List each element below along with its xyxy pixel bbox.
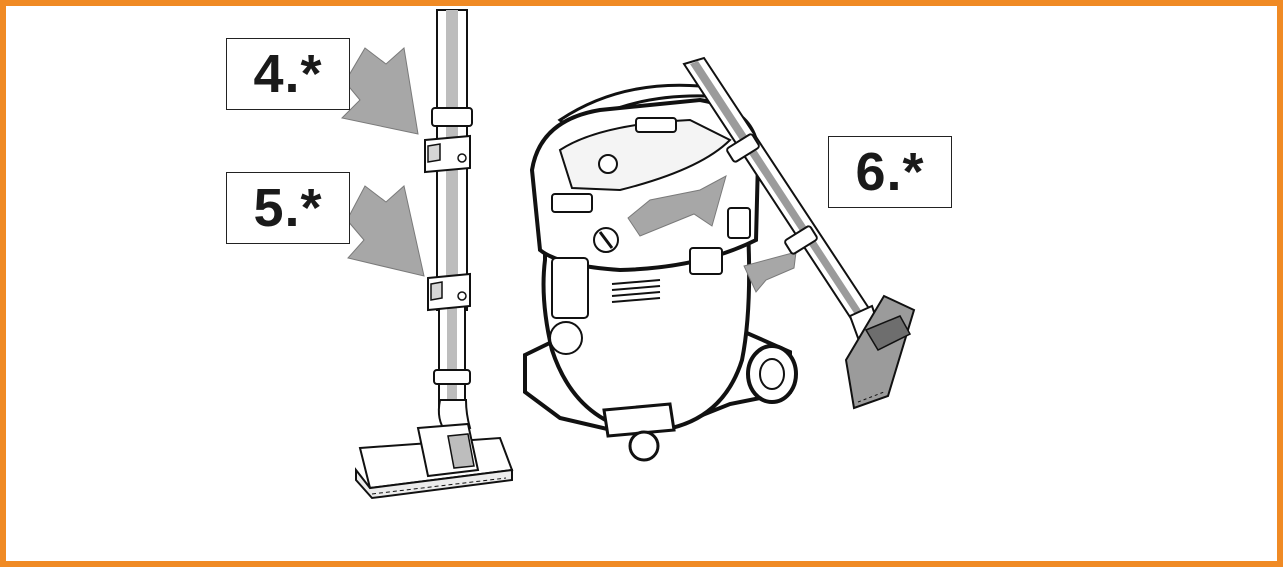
arrow-step5 — [346, 185, 425, 277]
right-floor-nozzle — [844, 294, 916, 410]
step-label-5: 5.* — [226, 172, 350, 244]
left-suction-tube — [431, 9, 473, 411]
left-floor-nozzle — [355, 399, 514, 500]
arrow-lid-holder — [627, 175, 727, 237]
step-label-6: 6.* — [828, 136, 952, 208]
arrow-side-holder — [743, 251, 797, 293]
arrow-step4 — [340, 47, 419, 135]
upper-clip-holder — [424, 134, 471, 174]
illustration — [340, 9, 916, 500]
vacuum-cleaner — [523, 83, 798, 462]
step-label-4: 4.* — [226, 38, 350, 110]
lower-clip-holder — [427, 272, 471, 312]
